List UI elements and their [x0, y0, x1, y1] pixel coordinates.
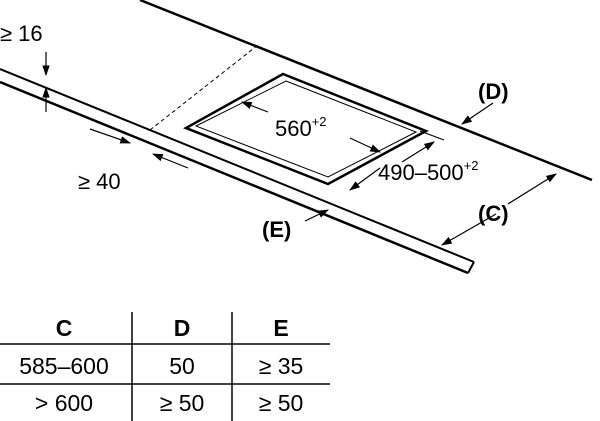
label-d: (D) [478, 79, 509, 104]
hidden-edge-line [149, 44, 259, 131]
cutout-outer-edge [183, 72, 429, 186]
dimension-table: C D E 585–600 50 ≥ 35 > 600 ≥ 50 ≥ 50 [0, 312, 330, 421]
depth-dim-tolerance: +2 [464, 158, 479, 173]
table-header-d: D [174, 315, 191, 341]
d-leader-arrow [461, 102, 494, 125]
table-cell: > 600 [35, 390, 93, 416]
front-edge-top-line [0, 68, 475, 263]
depth-dim-value: 490–500 [378, 160, 464, 185]
back-edge-line [139, 0, 593, 182]
label-d-letter: D [485, 79, 501, 104]
width-dim-value: 560 [275, 116, 312, 141]
table-cell: ≥ 50 [259, 390, 304, 416]
label-e-letter: E [269, 217, 284, 242]
clearance-top-label: ≥ 16 [0, 21, 43, 46]
width-dim-arrow-left [240, 101, 269, 113]
cutout-inner-edge [194, 80, 418, 178]
dimension-lines [42, 52, 557, 246]
clearance-front-label: ≥ 40 [78, 169, 121, 194]
c-dim-arrow-lower [441, 213, 497, 246]
label-c-letter: C [485, 201, 501, 226]
depth-dim-label: 490–500+2 [378, 158, 478, 185]
table-cell: ≥ 50 [160, 390, 205, 416]
clearance-front-arrow-left [89, 128, 132, 144]
label-e: (E) [262, 217, 291, 242]
front-edge-cap-line [467, 261, 475, 274]
cutout-outline [183, 72, 429, 186]
countertop-outline [0, 0, 593, 275]
table-cell: 50 [169, 353, 195, 379]
depth-dim-arrow-upper [401, 141, 435, 163]
clearance-front-arrow-right [151, 153, 189, 169]
e-leader-arrow [304, 209, 329, 222]
width-dim-label: 560+2 [275, 114, 327, 141]
label-c: (C) [478, 201, 509, 226]
front-edge-bottom-line [0, 80, 469, 275]
table-header-c: C [56, 315, 73, 341]
table-header-e: E [273, 315, 288, 341]
depth-extension-line [419, 130, 445, 141]
width-dim-tolerance: +2 [312, 114, 327, 129]
width-dim-arrow-right [349, 137, 381, 153]
c-dim-arrow-upper [507, 173, 557, 205]
table-cell: 585–600 [19, 353, 109, 379]
depth-dim-arrow-lower [349, 167, 381, 191]
table-cell: ≥ 35 [259, 353, 304, 379]
